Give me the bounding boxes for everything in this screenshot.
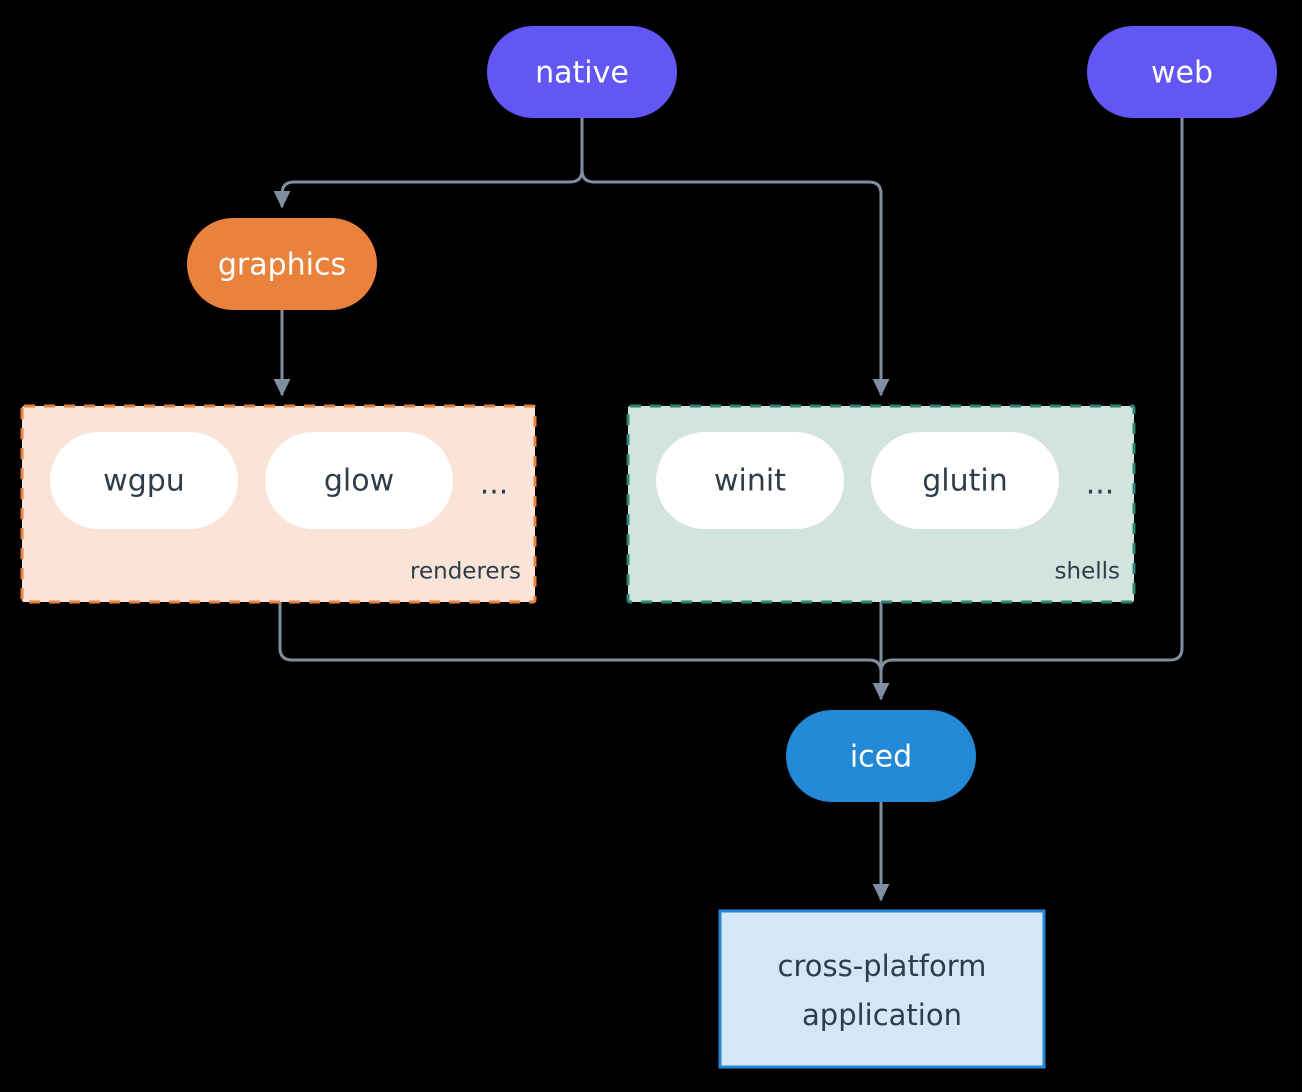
edge-native-to-graphics xyxy=(273,116,584,209)
renderer-label-glow: glow xyxy=(324,464,394,499)
graphics-pill[interactable] xyxy=(187,218,377,310)
shell-pill-glutin[interactable] xyxy=(871,432,1059,529)
web-label: web xyxy=(1151,56,1213,91)
graphics-label: graphics xyxy=(218,248,346,283)
native-pill[interactable] xyxy=(487,26,677,118)
edge-layer xyxy=(273,116,1184,902)
node-web[interactable]: web xyxy=(1087,26,1277,118)
node-native[interactable]: native xyxy=(487,26,677,118)
renderer-pill-wgpu[interactable] xyxy=(50,432,238,529)
group-renderers: wgpu glow ... renderers xyxy=(20,404,537,604)
edge-renderers-to-iced xyxy=(278,600,883,674)
node-graphics[interactable]: graphics xyxy=(187,218,377,310)
iced-pill[interactable] xyxy=(786,710,976,802)
application-box[interactable] xyxy=(718,909,1046,1069)
shell-label-winit: winit xyxy=(714,464,786,499)
shell-label-glutin: glutin xyxy=(922,464,1008,499)
web-pill[interactable] xyxy=(1087,26,1277,118)
renderers-caption: renderers xyxy=(410,559,521,585)
renderer-label-wgpu: wgpu xyxy=(103,464,185,499)
node-iced[interactable]: iced xyxy=(786,710,976,802)
edge-native-to-shells xyxy=(580,116,890,397)
renderers-ellipsis: ... xyxy=(480,467,509,502)
application-label-line-2: application xyxy=(802,998,962,1032)
group-shells: winit glutin ... shells xyxy=(626,404,1136,604)
application-label-line-1: cross-platform xyxy=(778,949,987,983)
shell-pill-winit[interactable] xyxy=(656,432,844,529)
native-label: native xyxy=(535,56,629,91)
renderer-pill-glow[interactable] xyxy=(265,432,453,529)
iced-label: iced xyxy=(850,740,912,775)
shells-caption: shells xyxy=(1055,559,1120,585)
node-application[interactable]: cross-platform application xyxy=(718,909,1046,1069)
shells-ellipsis: ... xyxy=(1086,467,1115,502)
